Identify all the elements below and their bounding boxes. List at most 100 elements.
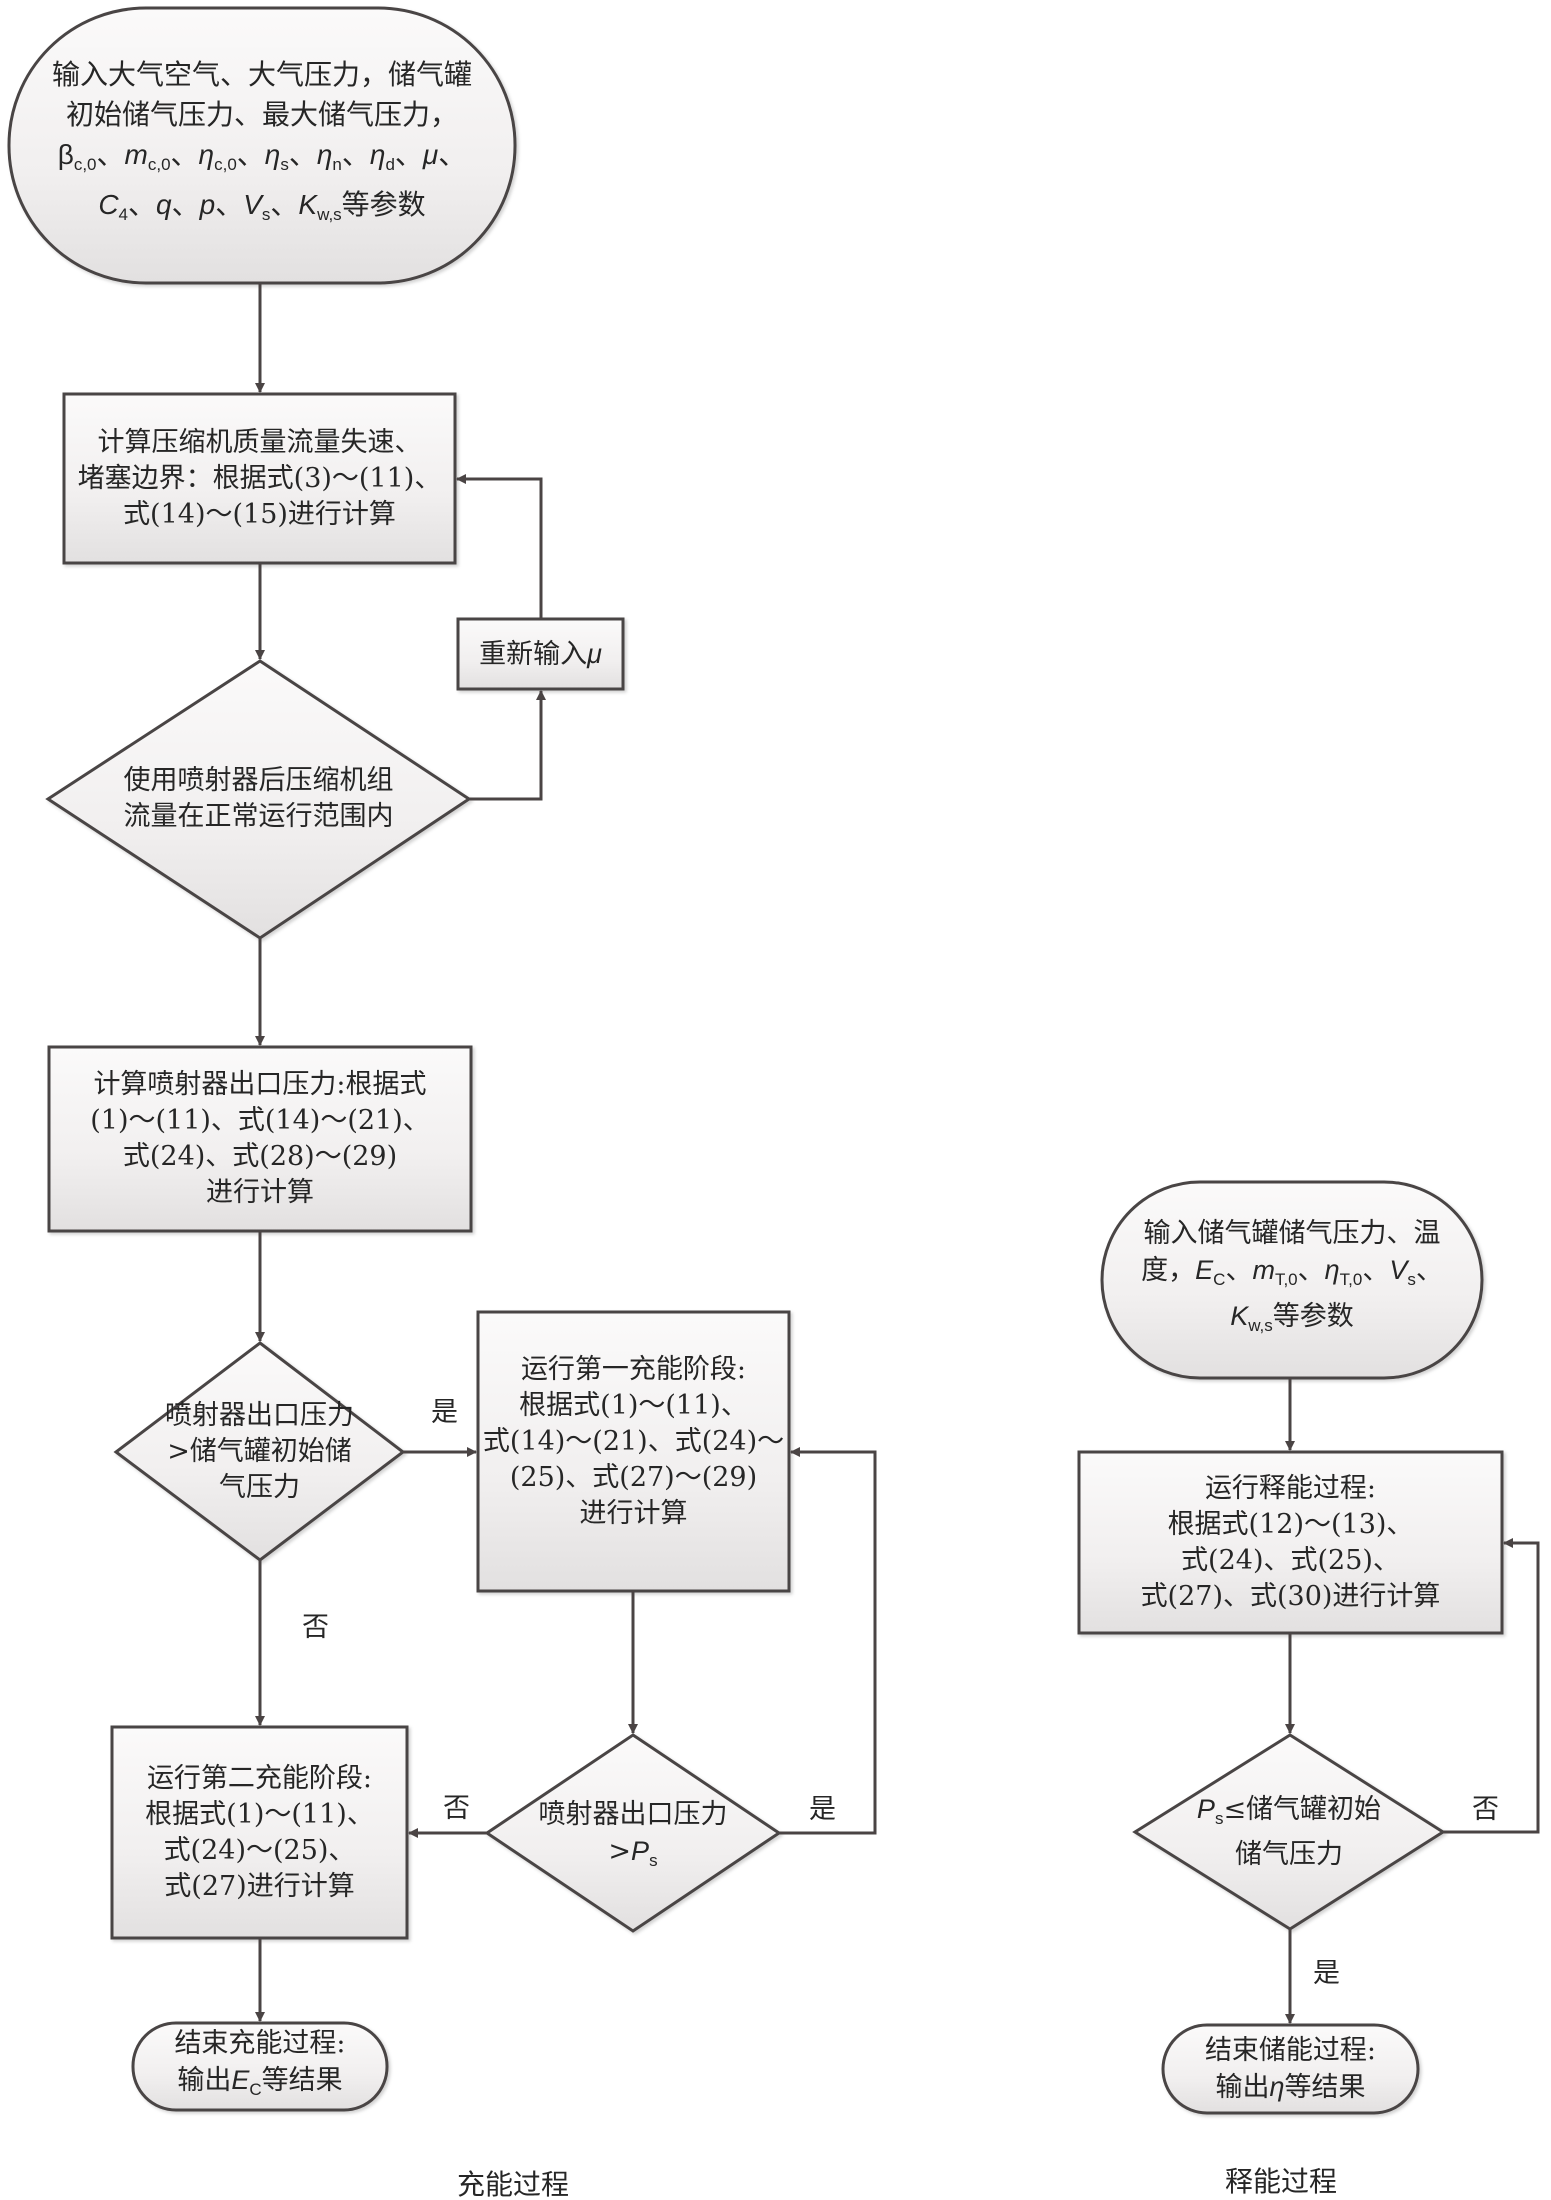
- compute-surge-choke-box: [62, 392, 457, 565]
- stage1-text: 运行第一充能阶段:根据式(1)～(11)、式(14)～(21)、式(24)～(2…: [478, 1312, 789, 1572]
- math-subscript: c,0: [73, 155, 97, 174]
- math-symbol: μ: [422, 139, 439, 170]
- start-terminal-charging: [7, 6, 517, 285]
- math-subscript: s: [261, 205, 271, 224]
- stage2-box: [110, 1725, 409, 1940]
- math-subscript: C: [249, 2079, 262, 2099]
- math-symbol: E: [1195, 1255, 1214, 1285]
- math-symbol: η: [1269, 2071, 1285, 2102]
- math-symbol: V: [1389, 1255, 1408, 1285]
- math-subscript: d: [385, 155, 395, 174]
- node-text-line: 式(27)进行计算: [164, 1870, 355, 1902]
- node-text-line: 计算压缩机质量流量失速、: [97, 426, 422, 458]
- math-subscript: s: [649, 1851, 658, 1870]
- math-subscript: w,s: [317, 205, 342, 224]
- start-terminal-discharging-text: 输入储气罐储气压力、温度，EC、mT,0、ηT,0、Vs、 Kw,s等参数: [1110, 1182, 1474, 1378]
- math-subscript: 4: [118, 205, 129, 224]
- math-subscript: c,0: [214, 155, 237, 174]
- node-text-line: C4、q、p、Vs、Kw,s等参数: [98, 188, 426, 224]
- end-terminal-charging-text: 结束充能过程: 输出EC等结果: [133, 2023, 387, 2110]
- end-terminal-charging: [131, 2021, 389, 2112]
- node-text-line: 堵塞边界：根据式(3)～(11)、: [77, 462, 442, 494]
- ps-decision-text: 喷射器出口压力 >Ps: [487, 1793, 779, 1883]
- node-text-line: 流量在正常运行范围内: [123, 801, 394, 832]
- math-subscript: n: [332, 155, 342, 174]
- node-text-line: 结束储能过程:: [1204, 2034, 1377, 2066]
- math-subscript: s: [280, 155, 289, 174]
- run-release-text: 运行释能过程: 根据式(12)～(13)、式(24)、式(25)、式(27)、式(…: [1079, 1452, 1502, 1633]
- node-text-line: >储气罐初始储: [167, 1436, 352, 1467]
- math-subscript: T,0: [1274, 1270, 1298, 1289]
- node-text-line: 使用喷射器后压缩机组: [123, 765, 394, 796]
- reinput-mu-text: 重新输入μ: [458, 619, 623, 689]
- compute-ejector-outlet-box: [47, 1045, 473, 1233]
- math-subscript: s: [1407, 1270, 1416, 1289]
- node-text-line: 式(24)～(25)、: [163, 1834, 356, 1866]
- node-text-line: 度，EC、mT,0、ηT,0、Vs、: [1141, 1255, 1443, 1289]
- math-symbol: η: [316, 139, 333, 170]
- node-text-line: 进行计算: [206, 1177, 314, 1208]
- node-text-line: 式(27)、式(30)进行计算: [1140, 1580, 1441, 1612]
- node-text-line: 运行第一充能阶段:: [520, 1354, 747, 1385]
- node-text-line: 输入储气罐储气压力、温: [1143, 1218, 1441, 1249]
- node-text-line: 重新输入μ: [479, 638, 602, 670]
- stage1-box: [476, 1310, 791, 1593]
- math-subscript: w,s: [1248, 1316, 1273, 1335]
- math-symbol: η: [198, 139, 215, 170]
- node-text-line: 储气压力: [1235, 1839, 1343, 1870]
- node-text-line: 气压力: [219, 1472, 300, 1503]
- run-release-box: [1077, 1450, 1504, 1635]
- math-subscript: C: [1213, 1270, 1226, 1289]
- node-text-line: 运行第二充能阶段:: [146, 1762, 373, 1794]
- math-symbol: q: [156, 189, 172, 220]
- edge-decision-to-reinput: [469, 690, 546, 801]
- start-terminal-charging-text: 输入大气空气、大气压力，储气罐初始储气压力、最大储气压力， βc,0、mc,0、η…: [20, 40, 504, 250]
- end-terminal-discharging-text: 结束储能过程: 输出η等结果: [1163, 2025, 1418, 2113]
- math-symbol: η: [369, 139, 386, 170]
- node-text-line: 计算喷射器出口压力:根据式: [93, 1069, 427, 1100]
- node-text-line: Kw,s等参数: [1230, 1301, 1354, 1335]
- math-subscript: T,0: [1339, 1270, 1363, 1289]
- stage2-text: 运行第二充能阶段: 根据式(1)～(11)、式(24)～(25)、式(27)进行计…: [112, 1727, 407, 1938]
- math-symbol: η: [264, 139, 281, 170]
- math-symbol: m: [124, 139, 148, 170]
- node-text-line: 初始储气压力、最大储气压力，: [65, 98, 458, 131]
- math-symbol: P: [631, 1836, 650, 1866]
- math-symbol: P: [1196, 1794, 1215, 1824]
- node-text-line: 根据式(1)～(11)、: [519, 1390, 748, 1421]
- node-text-line: 输入大气空气、大气压力，储气罐: [51, 58, 472, 91]
- edge-decision-no-loop: [1443, 1538, 1540, 1834]
- node-text-line: 输出η等结果: [1215, 2071, 1366, 2103]
- flow-range-decision-text: 使用喷射器后压缩机组流量在正常运行范围内: [48, 740, 469, 858]
- node-text-line: 根据式(1)～(11)、: [145, 1798, 374, 1830]
- label-yes-to-end: 是: [1313, 1958, 1340, 1989]
- node-text-line: 式(14)～(21)、式(24)～: [482, 1426, 785, 1457]
- start-terminal-discharging: [1100, 1180, 1484, 1380]
- math-subscript: c,0: [147, 155, 171, 174]
- node-text-line: 喷射器出口压力: [165, 1400, 354, 1431]
- node-text-line: 输出EC等结果: [177, 2064, 343, 2099]
- edge-ps-yes-loop: [779, 1447, 877, 1835]
- node-text-line: 运行释能过程:: [1204, 1472, 1377, 1504]
- math-symbol: β: [57, 139, 74, 170]
- node-text-line: βc,0、mc,0、ηc,0、ηs、ηn、ηd、μ、: [57, 138, 467, 174]
- node-text-line: 式(24)、式(28)～(29): [122, 1141, 398, 1172]
- label-no-loop: 否: [1472, 1794, 1499, 1825]
- compute-ejector-outlet-text: 计算喷射器出口压力:根据式 (1)～(11)、式(14)～(21)、式(24)、式…: [49, 1047, 471, 1231]
- node-text-line: 结束充能过程:: [174, 2027, 346, 2059]
- node-text-line: 根据式(12)～(13)、: [1167, 1508, 1414, 1540]
- math-symbol: K: [1230, 1301, 1249, 1331]
- label-yes-loop-stage1: 是: [809, 1794, 836, 1825]
- math-symbol: K: [298, 189, 318, 220]
- node-text-line: 式(24)、式(25)、: [1181, 1544, 1400, 1576]
- node-text-line: 喷射器出口压力: [538, 1799, 728, 1830]
- math-symbol: m: [1252, 1255, 1275, 1285]
- edge-reinput-to-surge: [456, 474, 543, 619]
- node-text-line: >Ps: [608, 1836, 658, 1870]
- node-text-line: 进行计算: [579, 1498, 688, 1529]
- compute-surge-choke-text: 计算压缩机质量流量失速、堵塞边界：根据式(3)～(11)、式(14)～(15)进…: [64, 394, 455, 563]
- node-text-line: (1)～(11)、式(14)～(21)、: [90, 1105, 430, 1136]
- end-terminal-discharging: [1161, 2023, 1420, 2115]
